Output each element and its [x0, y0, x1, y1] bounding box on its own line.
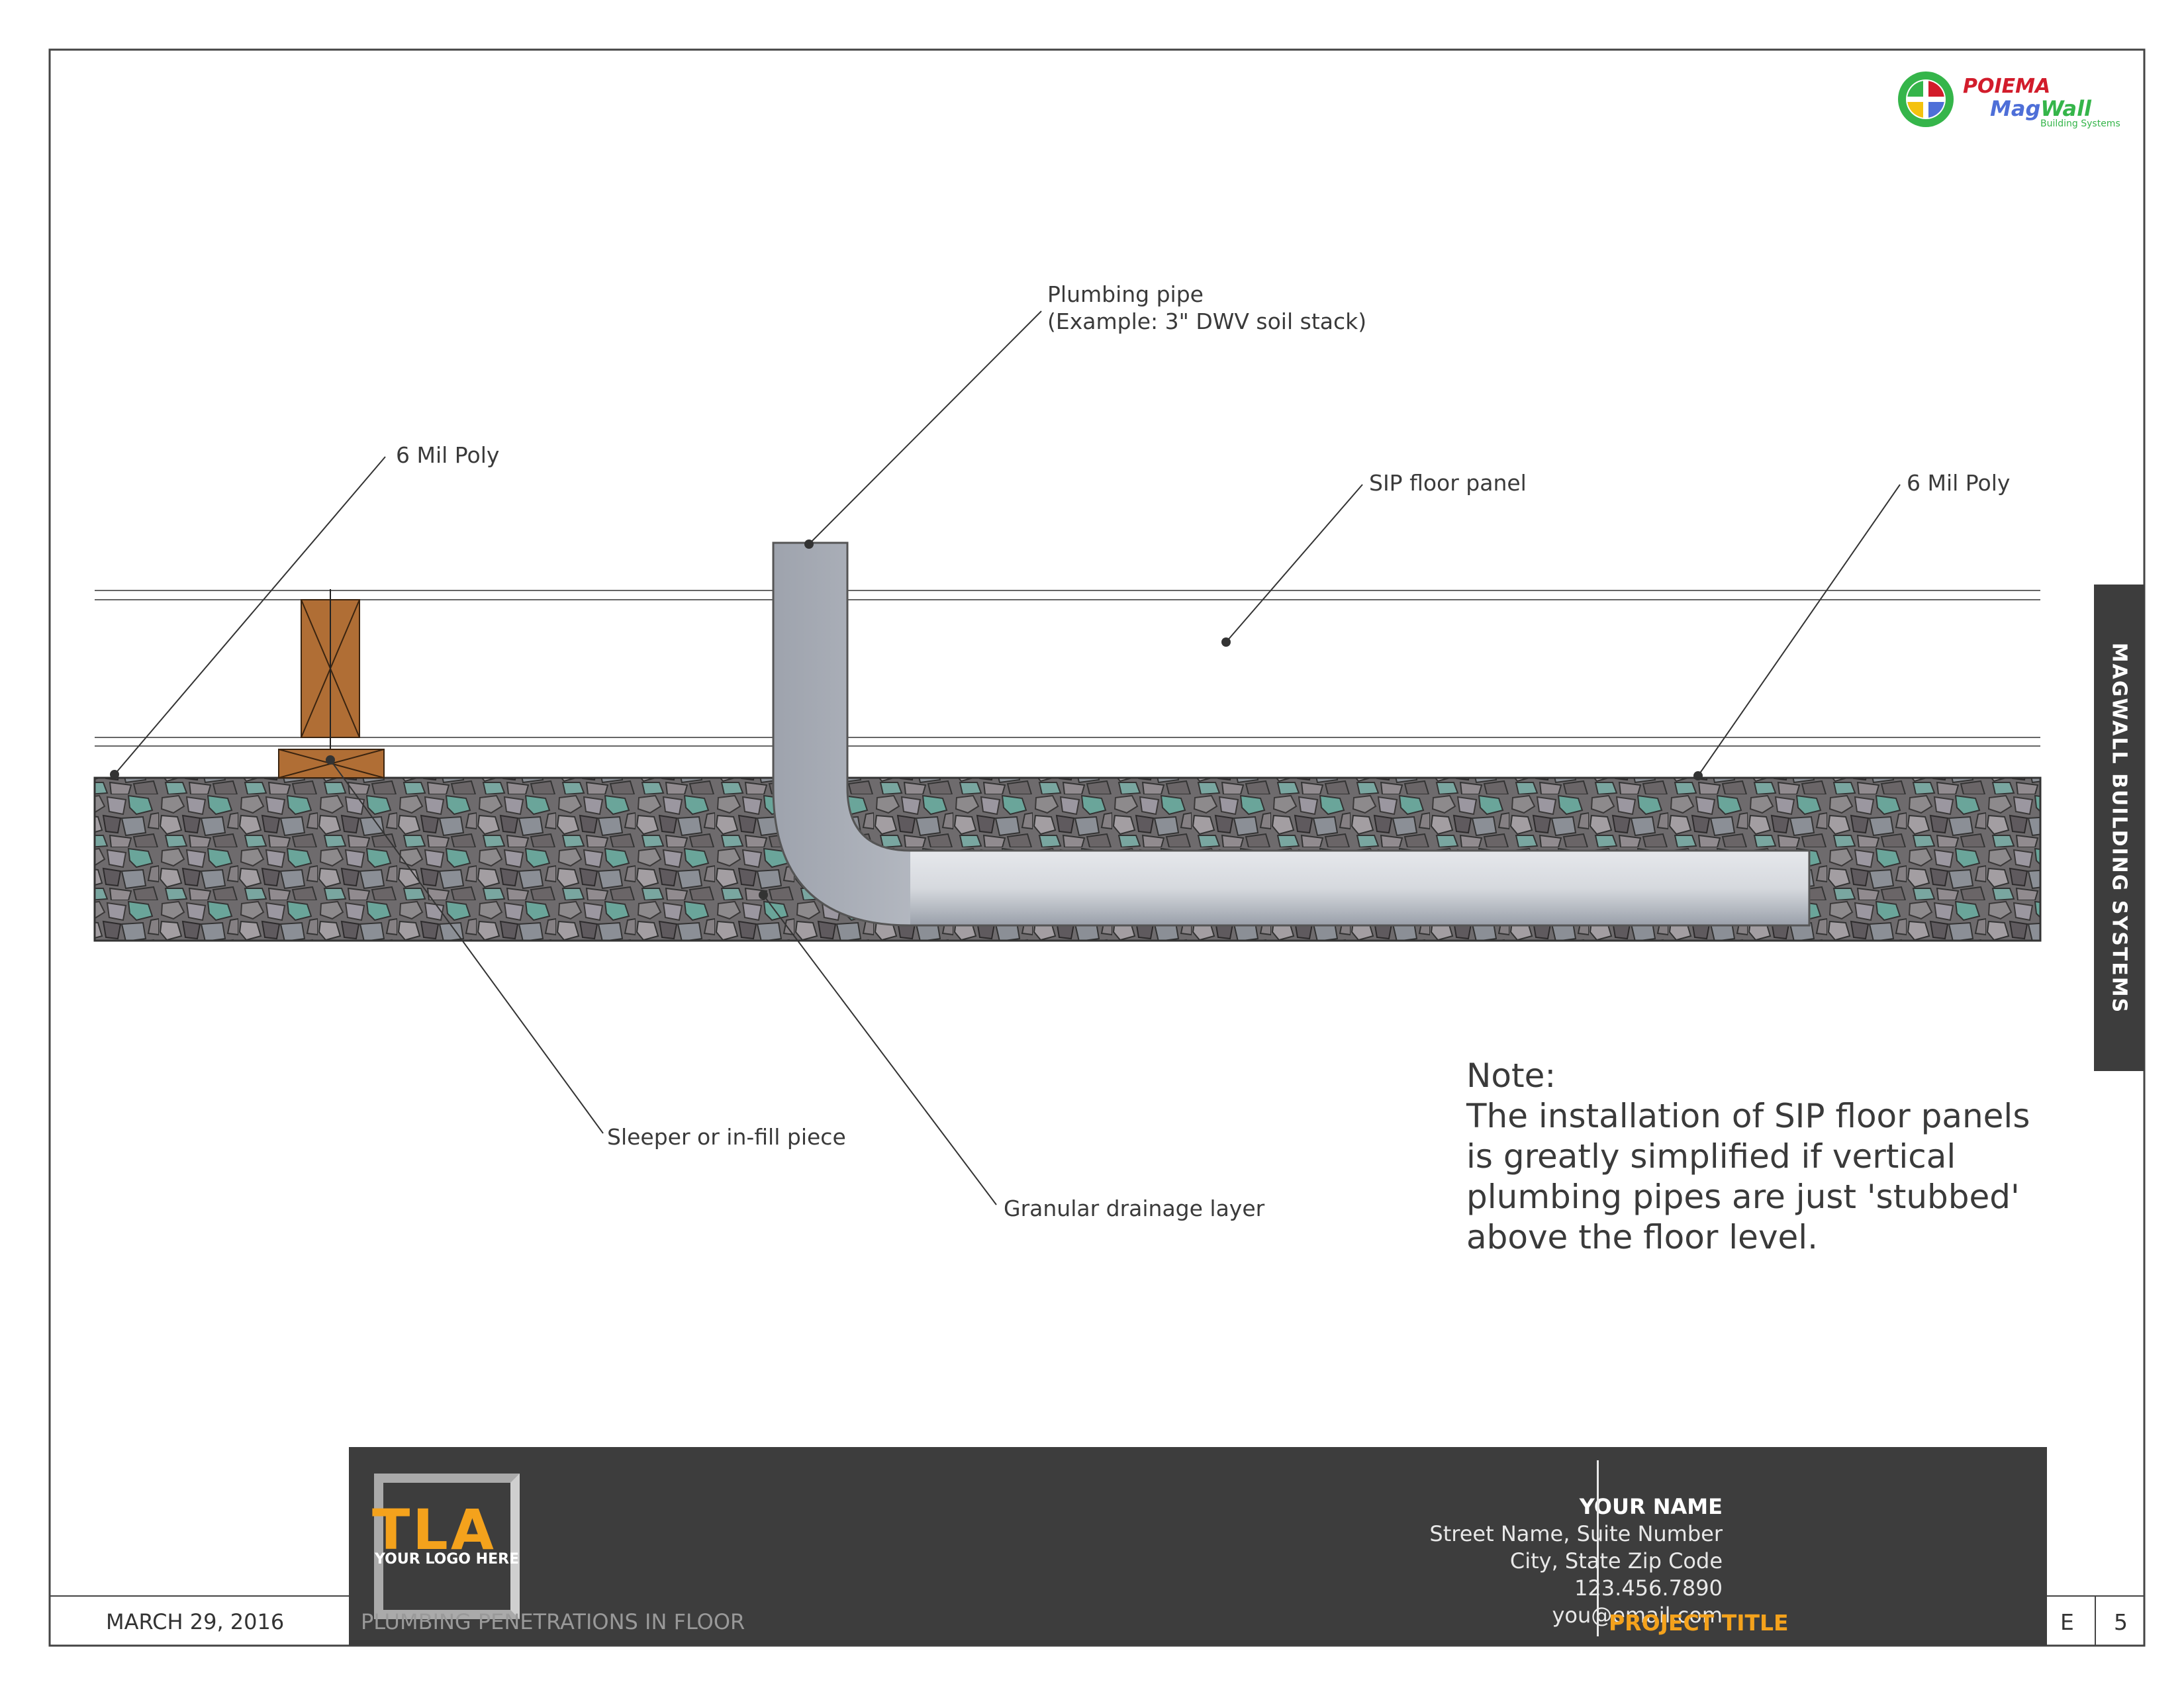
label-sleeper: Sleeper or in-fill piece [607, 1124, 846, 1150]
wood-stud [301, 589, 360, 751]
label-poly-right: 6 Mil Poly [1907, 470, 2011, 496]
sheet-number: 5 [2114, 1609, 2128, 1635]
brand-tagline: Building Systems [2040, 118, 2120, 129]
logo-frame [374, 1474, 520, 1619]
note-line: is greatly simplified if vertical [1466, 1137, 1956, 1176]
note-line: plumbing pipes are just 'stubbed' [1466, 1178, 2020, 1216]
contact-email: you@email.com [1552, 1603, 1723, 1628]
contact-name: YOUR NAME [1579, 1494, 1723, 1519]
contact-block: YOUR NAME Street Name, Suite Number City… [1429, 1493, 1723, 1629]
brand-name: POIEMA [1963, 75, 2051, 98]
label-sip-panel: SIP floor panel [1369, 470, 1527, 496]
note-heading: Note: [1466, 1056, 1556, 1095]
logo-text: TLA [372, 1497, 497, 1562]
brand-magwall: MagWall [1990, 96, 2091, 121]
label-drainage: Granular drainage layer [1004, 1196, 1265, 1221]
sheet-letter: E [2060, 1609, 2074, 1635]
label-poly-left: 6 Mil Poly [396, 442, 500, 468]
project-title: PROJECT TITLE [1609, 1610, 1789, 1636]
contact-phone: 123.456.7890 [1574, 1575, 1723, 1601]
side-tab: MAGWALL BUILDING SYSTEMS [2094, 585, 2144, 1071]
leader-lines [114, 310, 1901, 1205]
leader-dots [110, 539, 1703, 900]
sip-floor-panel [95, 590, 2040, 747]
title-divider [1597, 1460, 1599, 1636]
logo-subtext: YOUR LOGO HERE [375, 1551, 520, 1568]
contact-street: Street Name, Suite Number [1429, 1521, 1723, 1546]
sheet-title: PLUMBING PENETRATIONS IN FLOOR [361, 1609, 745, 1634]
note-line: The installation of SIP floor panels [1466, 1097, 2030, 1135]
note-block: Note: The installation of SIP floor pane… [1466, 1056, 2030, 1258]
contact-city: City, State Zip Code [1509, 1548, 1723, 1573]
note-line: above the floor level. [1466, 1218, 1819, 1256]
label-plumbing-pipe-example: (Example: 3" DWV soil stack) [1047, 308, 1367, 334]
label-plumbing-pipe: Plumbing pipe [1047, 281, 1204, 307]
title-block [349, 1447, 2047, 1646]
plumbing-pipe [772, 541, 1811, 927]
poiema-logo-icon [1898, 71, 1954, 127]
sheet-date: MARCH 29, 2016 [106, 1609, 285, 1634]
